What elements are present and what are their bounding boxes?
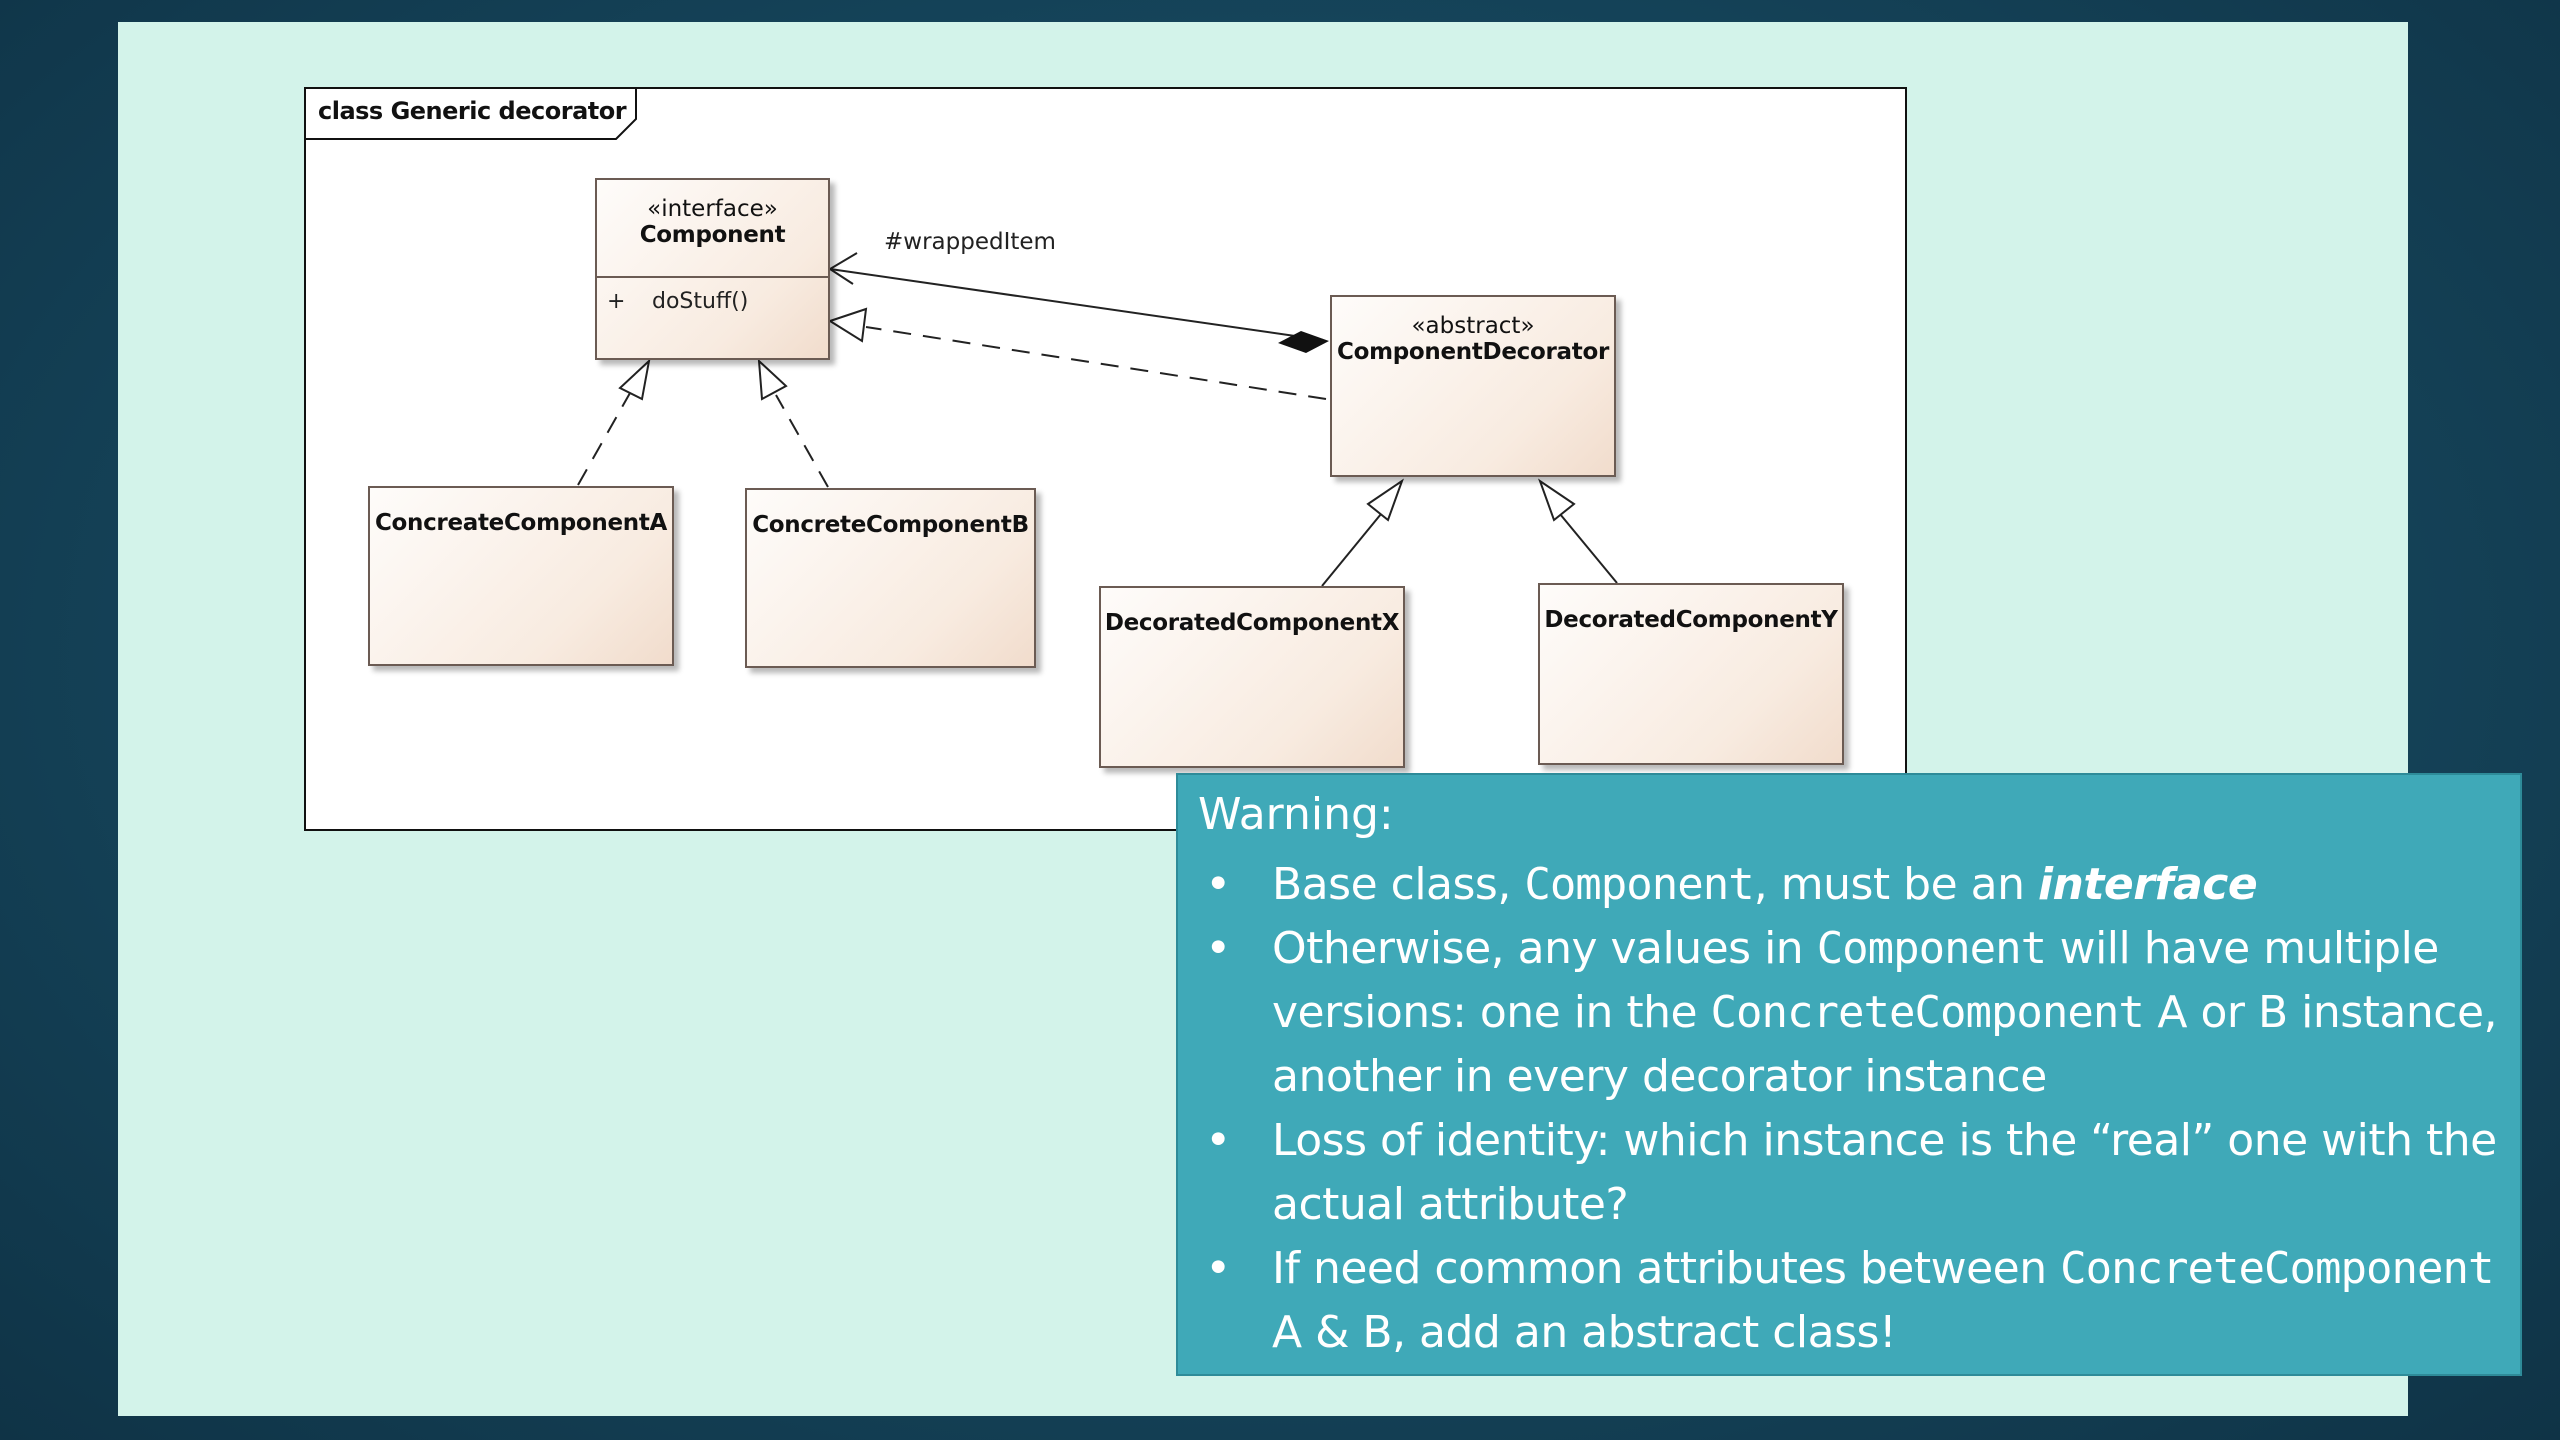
- realization-a-head: [618, 358, 651, 401]
- bullet-emphasis: interface: [2037, 859, 2258, 910]
- component-operation-visibility: +: [607, 289, 626, 314]
- realization-decorator-line: [865, 326, 1327, 400]
- association-line: [829, 268, 1324, 341]
- bullet-code: ConcreteComponent: [2060, 1243, 2494, 1294]
- diagram-edges: [577, 252, 1618, 587]
- association-label: #wrappedItem: [884, 229, 1056, 255]
- association-arrowhead: [828, 252, 858, 285]
- warning-bullet-list: • Base class, Component, must be an inte…: [1198, 853, 2498, 1365]
- bullet-glyph: •: [1205, 859, 1231, 910]
- bullet-text: Loss of identity: which instance is the …: [1272, 1115, 2497, 1230]
- bullet-code: Component: [1816, 923, 2047, 974]
- decorator-name: ComponentDecorator: [1337, 339, 1609, 365]
- decorated-y-name: DecoratedComponentY: [1544, 607, 1838, 633]
- class-concrete-component-a: ConcreateComponentA: [368, 486, 674, 666]
- class-decorated-component-x: DecoratedComponentX: [1099, 586, 1405, 768]
- generalization-x-head: [1366, 478, 1404, 522]
- warning-bullet-4: • If need common attributes between Conc…: [1198, 1237, 2498, 1365]
- bullet-code: Component: [1524, 859, 1754, 910]
- decorated-x-name: DecoratedComponentX: [1104, 610, 1400, 636]
- warning-note: Warning: • Base class, Component, must b…: [1176, 773, 2522, 1376]
- bullet-text: A & B, add an abstract class!: [1272, 1307, 1897, 1358]
- class-component: «interface» Component + doStuff(): [595, 178, 830, 360]
- bullet-code: ConcreteComponent: [1710, 987, 2145, 1038]
- bullet-text: Otherwise, any values in: [1272, 923, 1817, 974]
- bullet-glyph: •: [1205, 1243, 1231, 1294]
- warning-bullet-3: • Loss of identity: which instance is th…: [1198, 1109, 2498, 1237]
- bullet-text: If need common attributes between: [1272, 1243, 2061, 1294]
- decorator-stereotype: «abstract»: [1411, 313, 1535, 339]
- composition-diamond: [1278, 331, 1329, 353]
- class-component-decorator: «abstract» ComponentDecorator: [1330, 295, 1616, 477]
- realization-decorator-head: [827, 307, 868, 343]
- bullet-text: Base class,: [1272, 859, 1525, 910]
- realization-a-line: [577, 392, 631, 486]
- warning-title: Warning:: [1198, 789, 1394, 840]
- concrete-b-name: ConcreteComponentB: [752, 512, 1029, 538]
- realization-b-head: [757, 358, 788, 401]
- bullet-text: will have multiple versions: one in the: [1272, 923, 2439, 1038]
- class-concrete-component-b: ConcreteComponentB: [745, 488, 1036, 668]
- bullet-text: , must be an: [1753, 859, 2038, 910]
- generalization-y-head: [1538, 478, 1576, 522]
- bullet-glyph: •: [1205, 1115, 1231, 1166]
- frame-tab-shape: [306, 89, 637, 140]
- generalization-x-line: [1321, 513, 1382, 587]
- warning-bullet-2: • Otherwise, any values in Component wil…: [1198, 917, 2498, 1109]
- component-stereotype: «interface»: [647, 196, 778, 222]
- generalization-y-line: [1559, 513, 1618, 584]
- warning-bullet-1: • Base class, Component, must be an inte…: [1198, 853, 2498, 917]
- component-operation: doStuff(): [652, 289, 749, 314]
- bullet-text: A or B instance, another in every decora…: [1272, 987, 2498, 1102]
- concrete-a-name: ConcreateComponentA: [374, 510, 668, 536]
- frame-title: class Generic decorator: [318, 97, 627, 125]
- realization-b-line: [775, 394, 829, 488]
- class-decorated-component-y: DecoratedComponentY: [1538, 583, 1844, 765]
- component-name: Component: [639, 222, 786, 248]
- slide: class Generic decorator #wrappedItem: [118, 22, 2408, 1416]
- bullet-glyph: •: [1205, 923, 1231, 974]
- component-separator: [597, 276, 828, 278]
- uml-diagram-frame: class Generic decorator #wrappedItem: [304, 87, 1907, 831]
